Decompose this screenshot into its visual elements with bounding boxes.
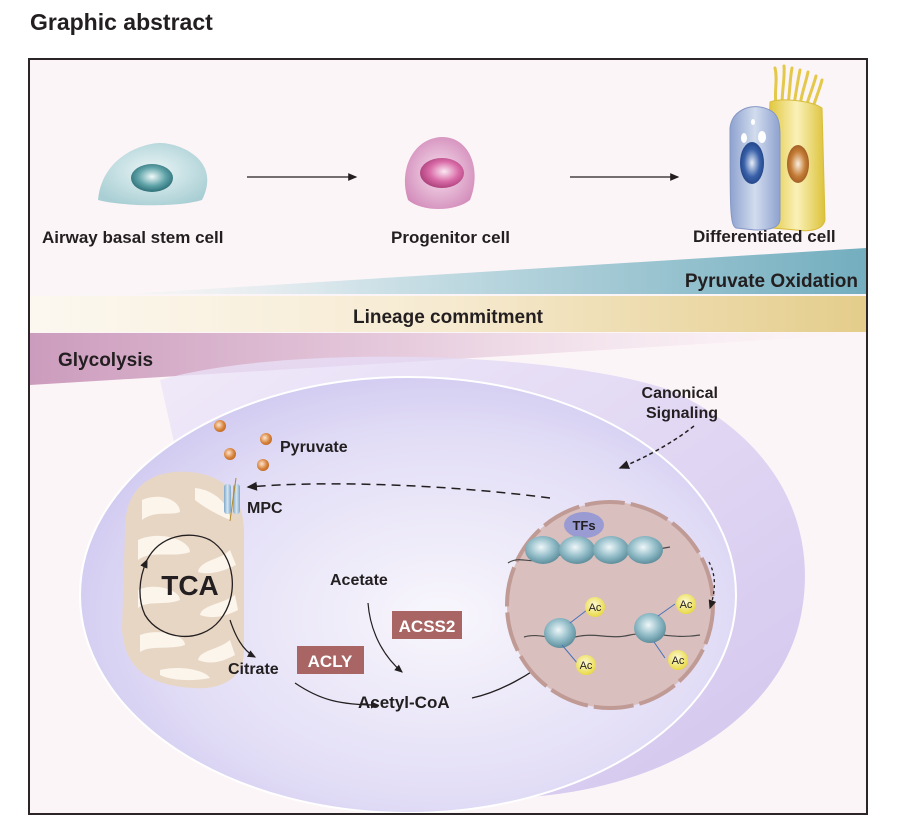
acetate-to-acetylcoa-arrow (367, 602, 403, 673)
acetate-label: Acetate (330, 572, 388, 589)
acetyl-coa-label: Acetyl-CoA (358, 693, 450, 712)
citrate-label: Citrate (228, 661, 279, 678)
nucleus-to-mpc-dashed-arrow (246, 481, 551, 499)
canonical-signaling-arrow (618, 425, 695, 469)
tfs-oval (564, 512, 604, 538)
ac-mark-label: Ac (680, 599, 693, 611)
tca-to-citrate-arrow (229, 619, 257, 658)
open-chromatin (523, 603, 701, 665)
pyruvate-oxidation-label: Pyruvate Oxidation (685, 271, 858, 292)
tca-cycle-arrow (139, 534, 233, 638)
diagram-canvas: Airway basal stem cell Progenitor cell D… (30, 64, 866, 813)
pyruvate-molecules (214, 420, 272, 471)
ac-mark-label: Ac (589, 602, 602, 614)
acss2-label: ACSS2 (399, 617, 456, 636)
glycolysis-label: Glycolysis (58, 350, 153, 371)
graphic-abstract-frame: Airway basal stem cell Progenitor cell D… (28, 58, 868, 815)
acly-label: ACLY (308, 652, 353, 671)
mpc-transporter (224, 477, 240, 522)
tca-label: TCA (161, 570, 219, 601)
pyruvate-oxidation-band (30, 248, 866, 300)
pyruvate-label: Pyruvate (280, 439, 348, 456)
lineage-commitment-band (30, 296, 866, 332)
lineage-commitment-label: Lineage commitment (353, 307, 544, 328)
cytoplasm (79, 376, 737, 813)
acetyl-marks: Ac Ac Ac Ac (576, 594, 696, 675)
figure-title: Graphic abstract (30, 9, 213, 35)
ac-mark-label: Ac (580, 660, 593, 672)
mpc-label: MPC (247, 500, 283, 517)
tfs-label: TFs (572, 518, 595, 533)
differentiated-cells-illustration (729, 64, 826, 232)
differentiated-cell-label: Differentiated cell (693, 227, 836, 246)
stem-cell-label: Airway basal stem cell (42, 228, 223, 247)
condensed-chromatin (507, 536, 671, 564)
acss2-enzyme-box (392, 611, 462, 639)
progenitor-cell-label: Progenitor cell (391, 228, 510, 247)
chromatin-opening-arrow (708, 561, 717, 610)
ac-mark-label: Ac (672, 655, 685, 667)
progenitor-cell-illustration (404, 137, 475, 209)
stem-cell-illustration (98, 143, 208, 206)
canonical-signaling-label: Canonical Signaling (642, 385, 723, 422)
acly-enzyme-box (297, 646, 364, 674)
mitochondrion (122, 471, 244, 689)
citrate-to-acetylcoa-arrow (294, 682, 380, 709)
